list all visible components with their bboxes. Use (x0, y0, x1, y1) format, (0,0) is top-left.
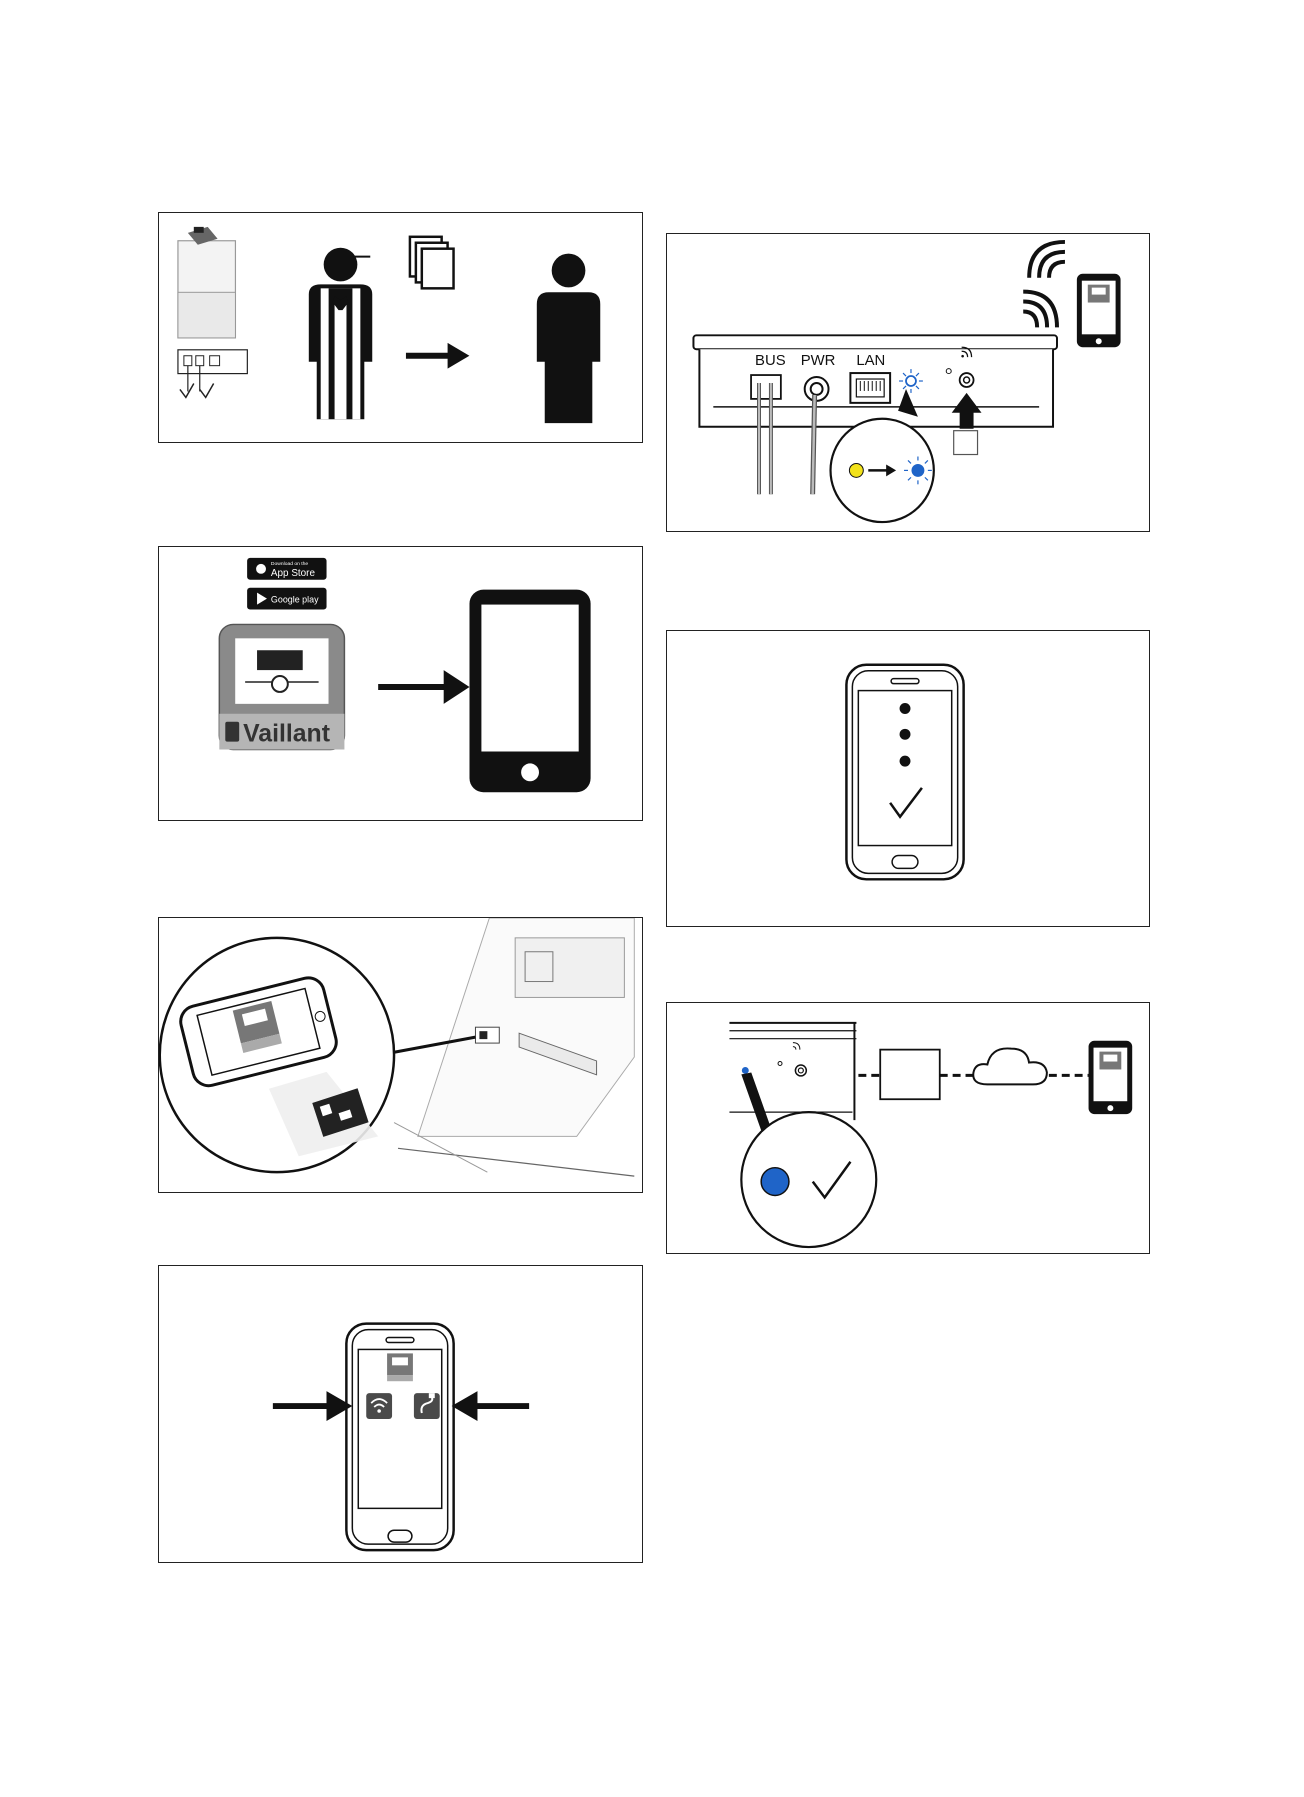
panel-scan-qr (158, 917, 643, 1193)
panel-connected (666, 1002, 1150, 1254)
google-play-badge[interactable]: Google play (247, 588, 326, 610)
download-app-illustration: Download on the App Store Google play Va… (159, 547, 642, 820)
wifi-icon[interactable] (366, 1393, 392, 1419)
control-unit-icon (178, 350, 247, 398)
app-progress-illustration (667, 631, 1149, 926)
smartphone-icon (846, 665, 963, 880)
handover-illustration (159, 213, 642, 442)
cloud-icon (973, 1048, 1047, 1084)
lan-icon[interactable] (414, 1393, 440, 1419)
smartphone-icon (1089, 1041, 1133, 1114)
lan-label: LAN (856, 353, 885, 369)
pwr-label: PWR (801, 353, 836, 369)
label-sticker-icon (475, 1027, 499, 1043)
brand-text: Vaillant (243, 721, 330, 748)
choose-connection-illustration (159, 1266, 642, 1562)
panel-app-progress (666, 630, 1150, 927)
smartphone-icon (1077, 274, 1121, 348)
smartphone-icon (469, 590, 590, 793)
arrow-right-icon (273, 1391, 352, 1421)
lan-port-icon[interactable] (850, 373, 890, 403)
app-store-badge[interactable]: Download on the App Store (247, 558, 326, 580)
led-icon (761, 1168, 789, 1196)
wps-pairing-illustration: BUS PWR LAN (667, 234, 1149, 531)
installer-icon (309, 248, 372, 420)
smartphone-icon (346, 1324, 453, 1550)
bus-label: BUS (755, 353, 786, 369)
connected-illustration (667, 1003, 1149, 1253)
wifi-waves-icon (1023, 242, 1065, 327)
led-zoom-circle (831, 419, 934, 522)
google-play-text: Google play (271, 595, 319, 605)
panel-handover (158, 212, 643, 443)
app-icon[interactable]: Vaillant (219, 624, 344, 749)
pwr-port-icon[interactable] (805, 377, 829, 494)
app-store-small-text: Download on the (271, 561, 308, 567)
router-icon (880, 1050, 940, 1100)
panel-wps-pairing: BUS PWR LAN (666, 233, 1150, 532)
documents-icon (410, 237, 454, 289)
panel-choose-connection (158, 1265, 643, 1563)
panel-download-app: Download on the App Store Google play Va… (158, 546, 643, 821)
user-icon (537, 254, 600, 424)
handover-arrow-icon (406, 343, 469, 369)
arrow-left-icon (452, 1391, 529, 1421)
arrow-right-icon (378, 670, 469, 704)
app-store-text: App Store (271, 568, 316, 579)
scan-qr-illustration (159, 918, 642, 1192)
led-zoom-circle (741, 1112, 876, 1247)
device-icon (729, 1023, 856, 1120)
boiler-icon (178, 227, 235, 338)
bus-port-icon[interactable] (751, 375, 781, 494)
